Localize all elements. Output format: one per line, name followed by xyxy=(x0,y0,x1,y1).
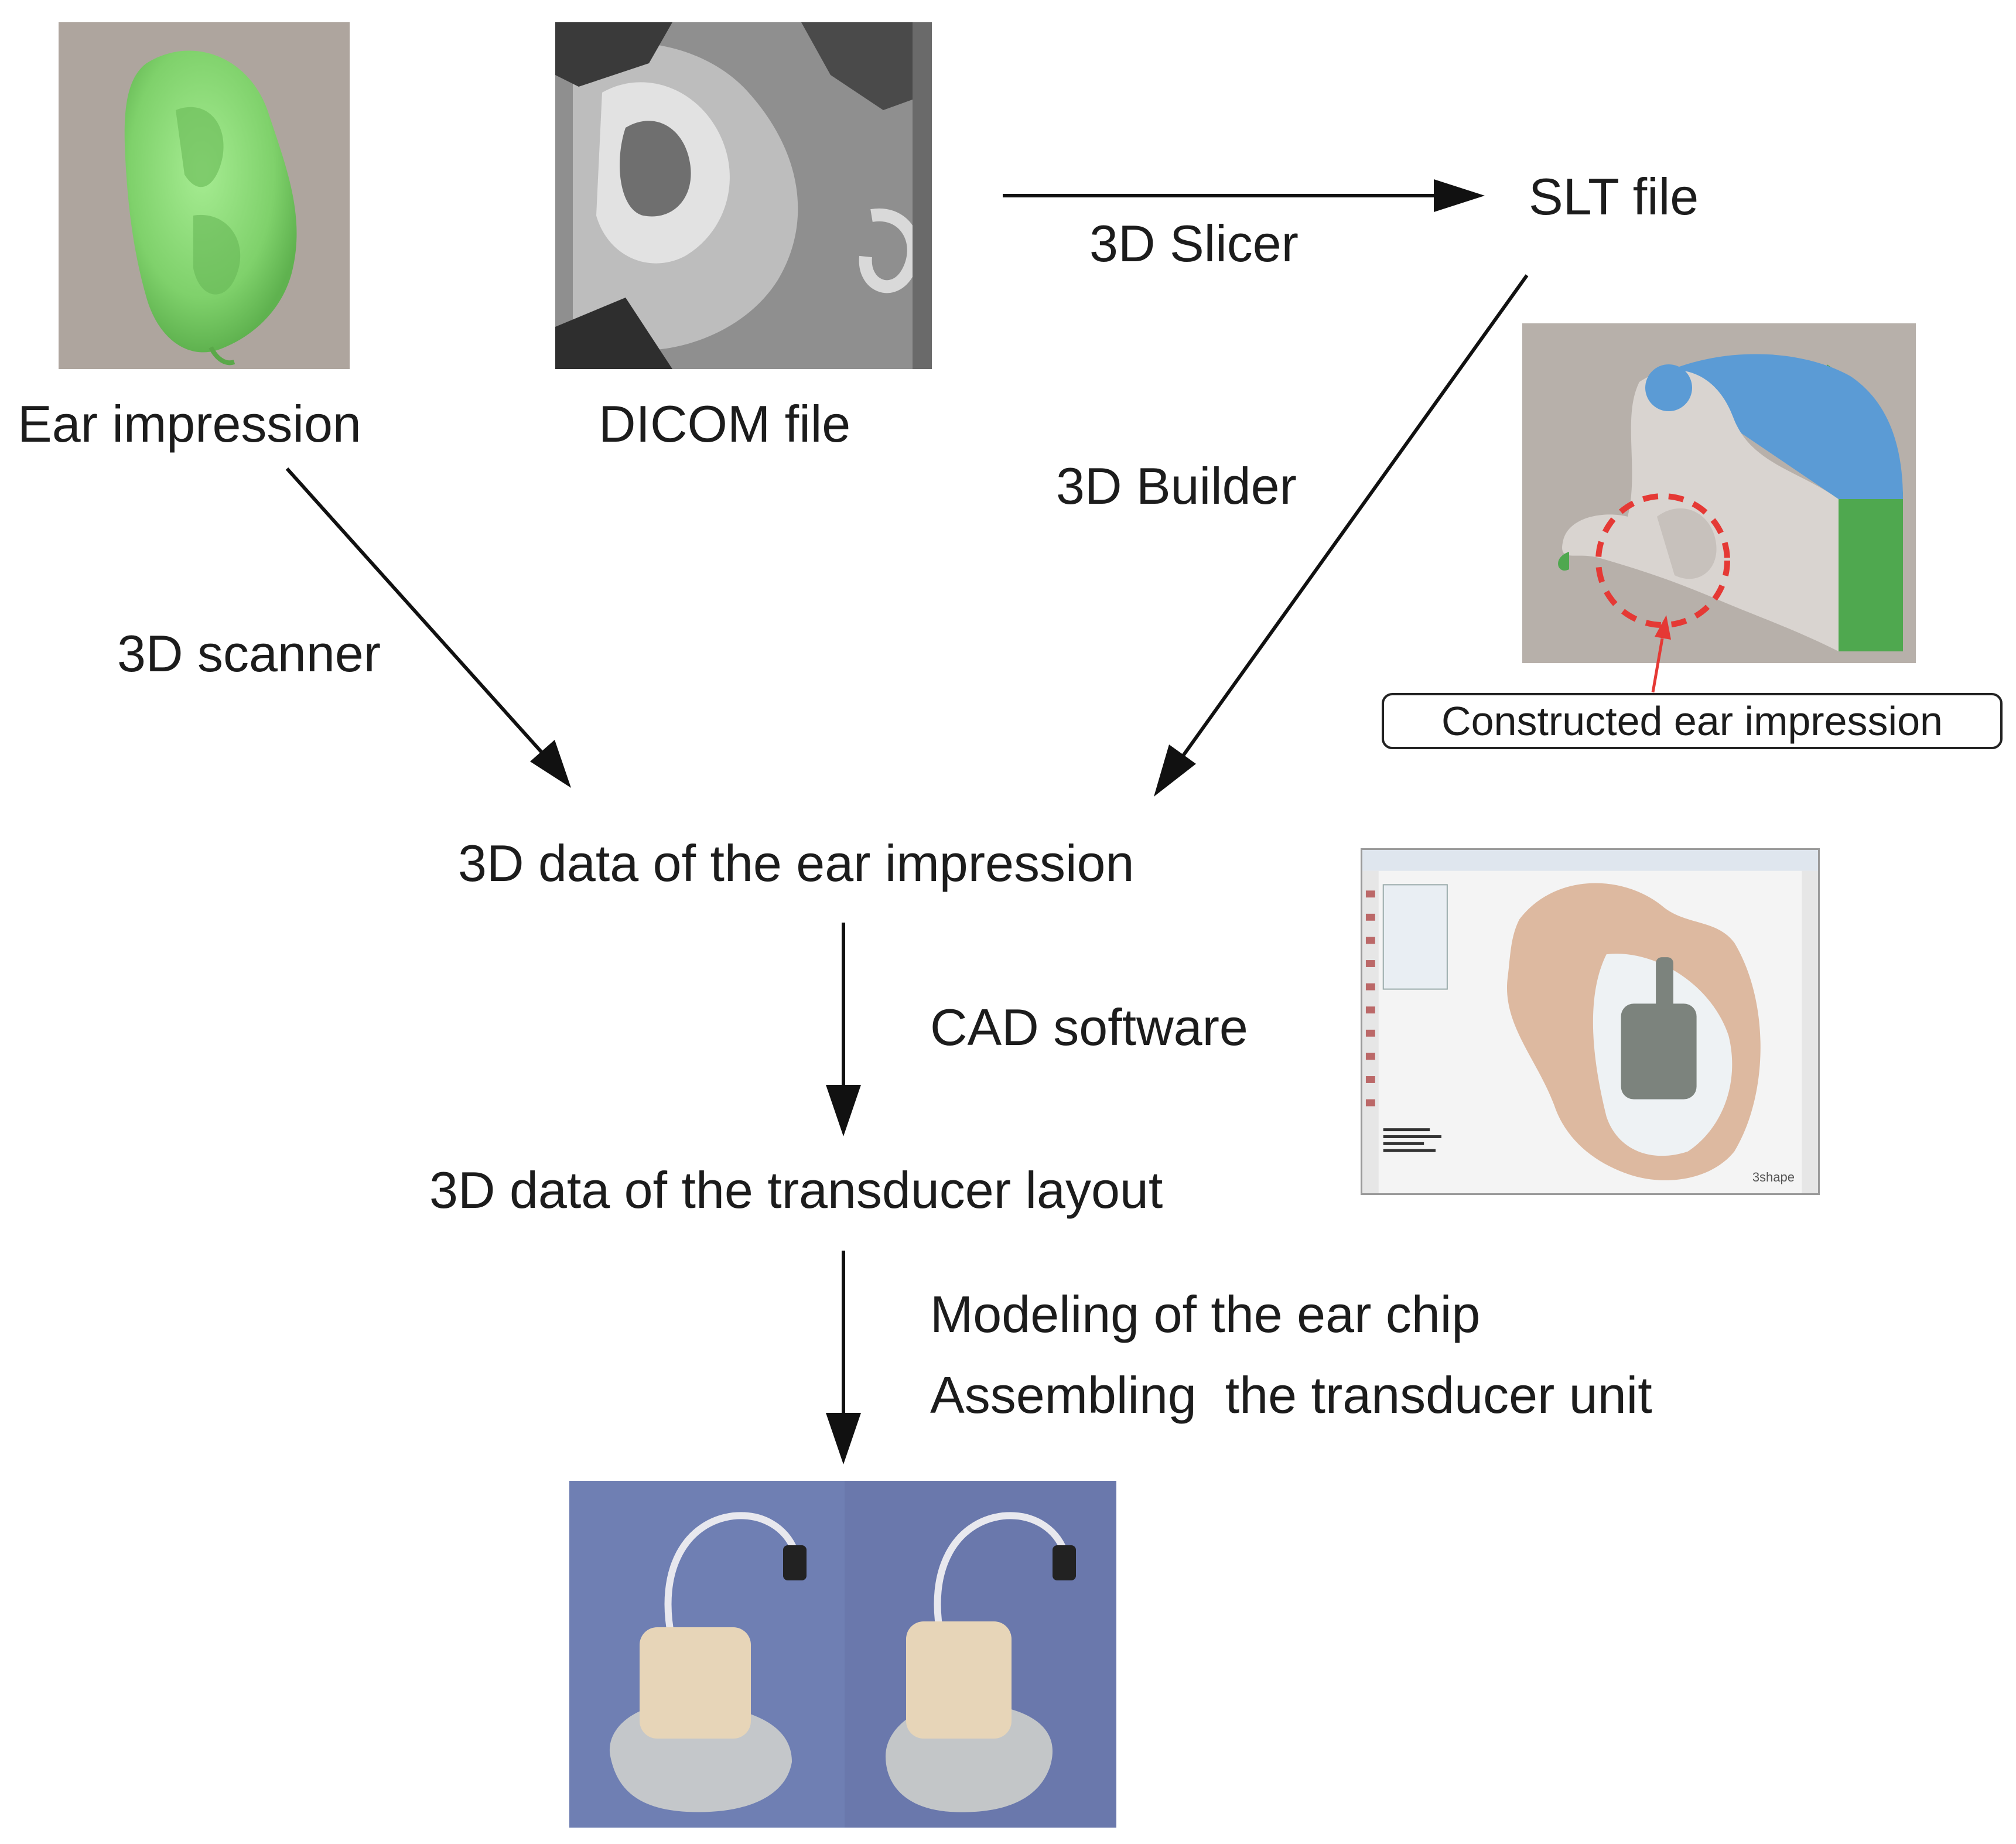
ear-impression-photo xyxy=(59,22,350,369)
callout-label: Constructed ear impression xyxy=(1441,698,1943,744)
arrow-dicom-to-slt xyxy=(1003,179,1485,212)
node-3d-data-transducer-layout: 3D data of the transducer layout xyxy=(429,1161,1163,1219)
arrow-data-to-layout xyxy=(826,923,861,1136)
edge-3d-builder: 3D Builder xyxy=(1056,457,1297,515)
constructed-ear-impression-callout: Constructed ear impression xyxy=(1382,693,2003,749)
cad-brand-label: 3shape xyxy=(1752,1170,1795,1184)
edge-assembling-transducer-unit: Assembling the transducer unit xyxy=(930,1366,1652,1424)
dicom-ct-image xyxy=(555,22,932,369)
constructed-ear-render xyxy=(1522,323,1916,663)
transducer-unit-photo xyxy=(569,1481,1116,1828)
node-3d-data-ear-impression: 3D data of the ear impression xyxy=(458,834,1135,892)
edge-modeling-ear-chip: Modeling of the ear chip xyxy=(930,1285,1481,1343)
node-ear-impression: Ear impression xyxy=(18,395,361,453)
node-slt-file: SLT file xyxy=(1529,168,1699,226)
edge-3d-slicer: 3D Slicer xyxy=(1089,214,1299,272)
node-dicom-file: DICOM file xyxy=(599,395,851,453)
cad-software-screenshot: 3shape xyxy=(1361,848,1820,1195)
arrow-layout-to-unit xyxy=(826,1251,861,1464)
edge-3d-scanner: 3D scanner xyxy=(117,624,381,682)
edge-cad-software: CAD software xyxy=(930,998,1248,1056)
